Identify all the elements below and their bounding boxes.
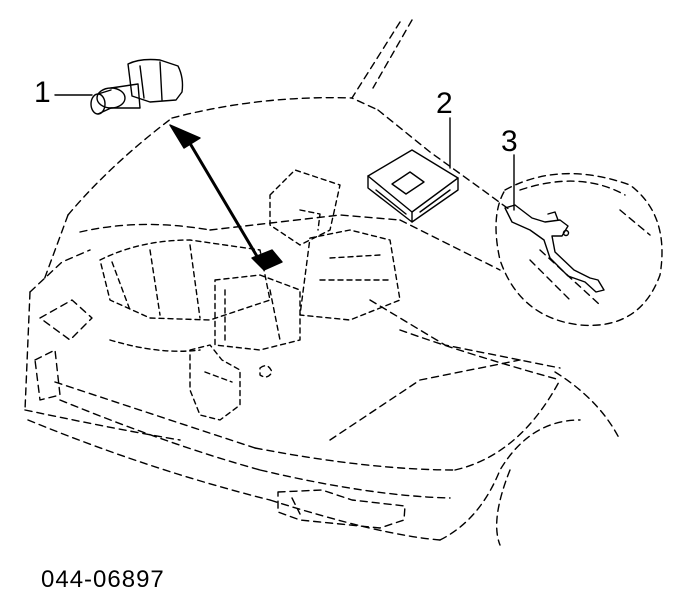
engine-bay <box>99 169 401 421</box>
part-3-illustration <box>504 204 605 293</box>
exploded-view-arrow <box>169 124 283 271</box>
callout-label-3: 3 <box>501 125 518 158</box>
car-body-outline <box>24 19 621 546</box>
callout-label-1: 1 <box>34 76 51 109</box>
catalog-number: 044-06897 <box>41 566 165 593</box>
part-3-detail-circle <box>495 173 663 327</box>
part-1-illustration <box>90 58 184 115</box>
callout-label-2: 2 <box>436 87 453 120</box>
part-2-illustration <box>367 149 459 223</box>
